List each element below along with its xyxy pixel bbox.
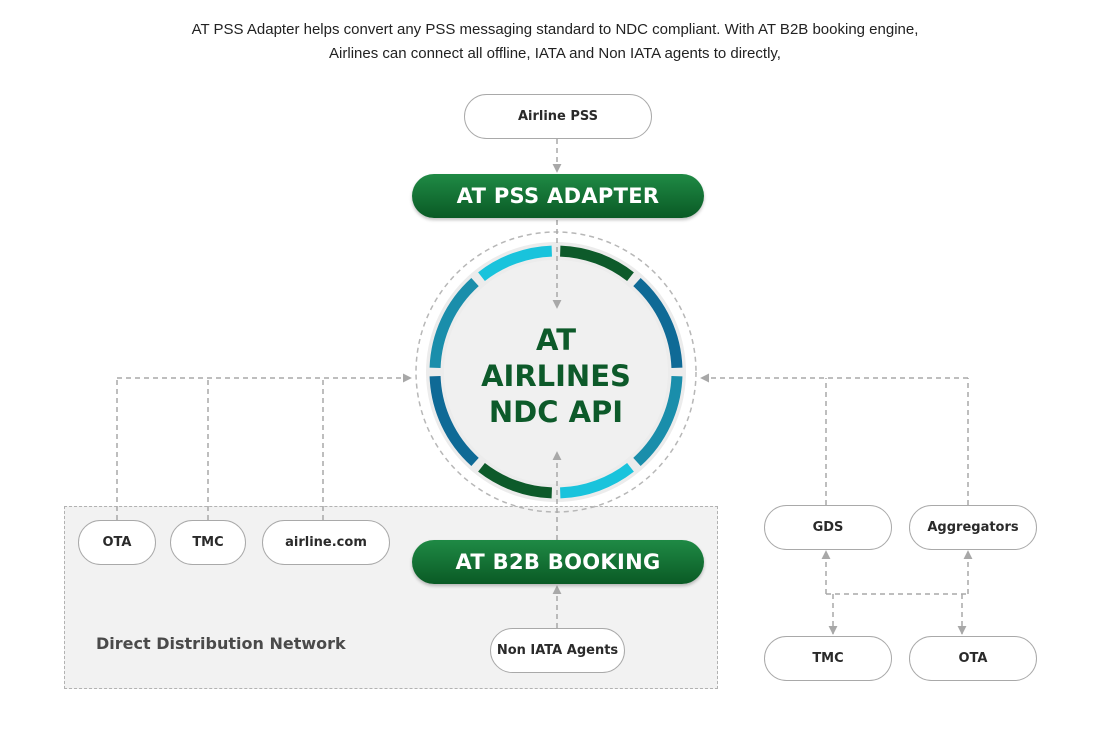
hub-segment-top-right — [559, 245, 634, 282]
intro-text: AT PSS Adapter helps convert any PSS mes… — [0, 18, 1110, 66]
hub-title-line-1: AT — [536, 323, 576, 357]
hub-segment-right-lower — [633, 375, 683, 467]
intro-line-2: Airlines can connect all offline, IATA a… — [329, 45, 781, 62]
direct-airline-com-node: airline.com — [262, 520, 390, 565]
direct-distribution-network-label: Direct Distribution Network — [96, 634, 346, 653]
intro-line-1: AT PSS Adapter helps convert any PSS mes… — [191, 21, 919, 38]
indirect-tmc-node: TMC — [764, 636, 892, 681]
hub-segment-left-lower — [429, 375, 479, 467]
indirect-ota-node: OTA — [909, 636, 1037, 681]
aggregators-node: Aggregators — [909, 505, 1037, 550]
gds-node: GDS — [764, 505, 892, 550]
direct-tmc-node: TMC — [170, 520, 246, 565]
connector-direct-channels-to-hub — [116, 373, 412, 520]
non-iata-agents-node: Non IATA Agents — [490, 628, 625, 673]
hub-inner-disc — [444, 260, 668, 484]
hub-title-line-3: NDC API — [488, 395, 624, 429]
hub-segments — [429, 245, 683, 499]
at-b2b-booking-banner: AT B2B BOOKING — [412, 540, 704, 584]
connector-gds-aggregators-to-tmc-ota — [821, 550, 973, 635]
hub-segment-right-upper — [633, 277, 683, 369]
hub-segment-bottom-right — [559, 462, 634, 499]
connector-indirect-channels-to-hub — [700, 373, 969, 505]
hub-segment-left-upper — [429, 277, 479, 369]
hub-title-line-2: AIRLINES — [481, 359, 631, 393]
hub-title: AT AIRLINES NDC API — [455, 322, 657, 430]
hub-segment-bottom-left — [478, 462, 553, 499]
at-pss-adapter-banner: AT PSS ADAPTER — [412, 174, 704, 218]
airline-pss-node: Airline PSS — [464, 94, 652, 139]
hub-outer-dashed-ring — [415, 231, 697, 513]
hub-segment-top-left — [478, 245, 553, 282]
hub-ring — [415, 231, 697, 513]
direct-ota-node: OTA — [78, 520, 156, 565]
